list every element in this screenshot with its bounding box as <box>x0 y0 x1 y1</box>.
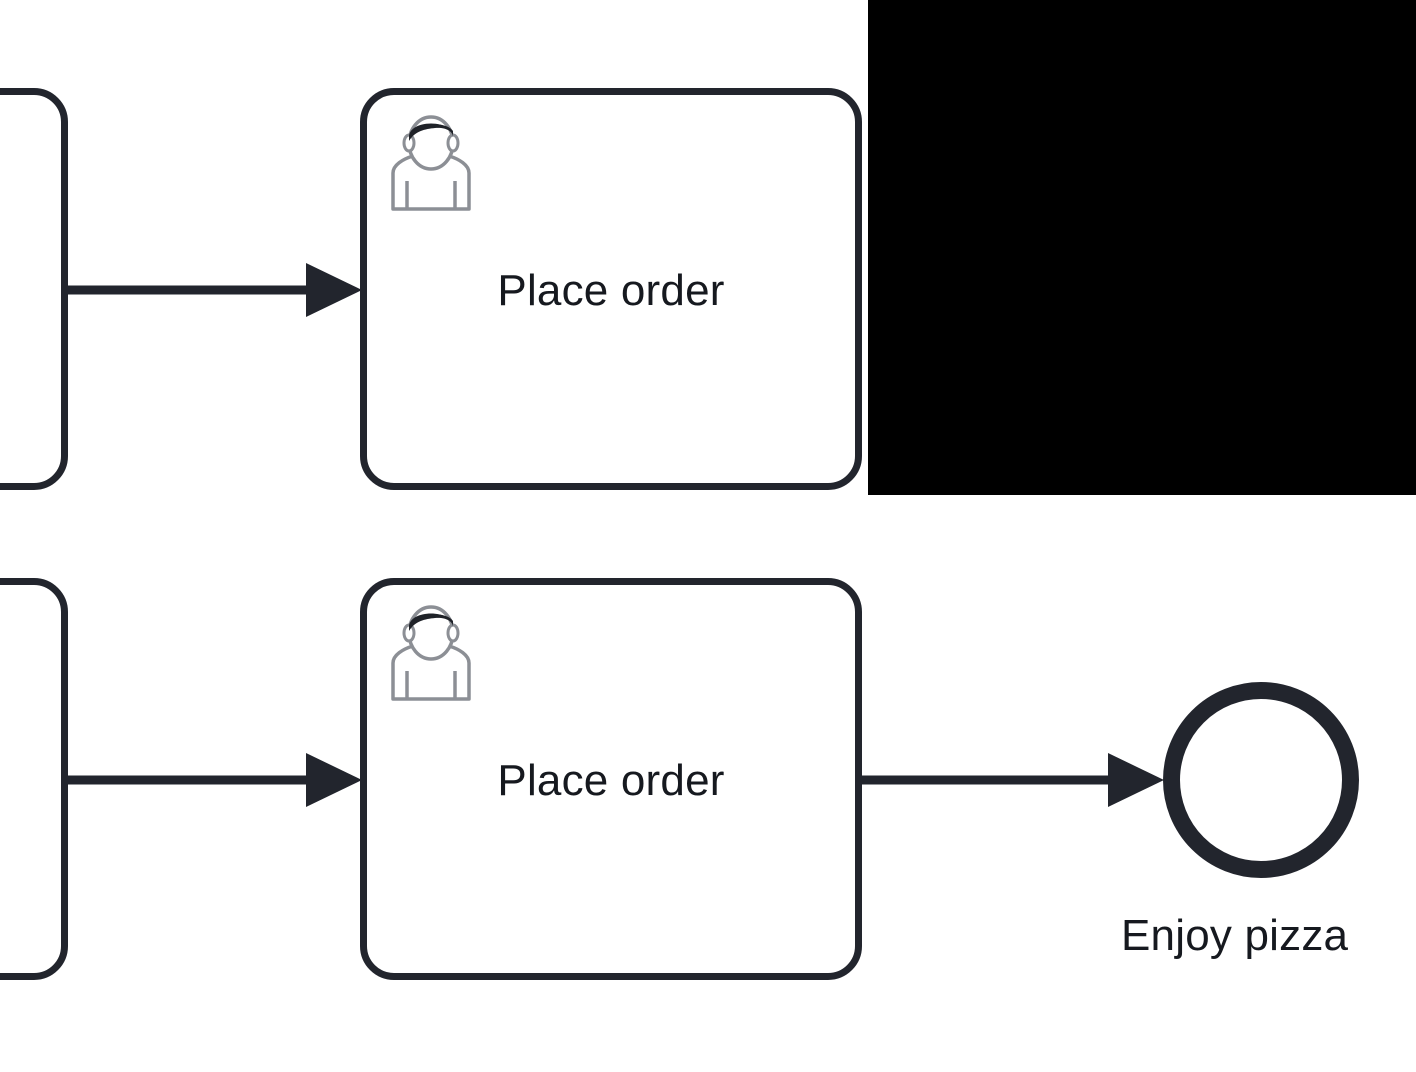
task-label-bottom: Place order <box>497 756 725 805</box>
end-event-enjoy-pizza[interactable] <box>1163 682 1359 878</box>
task-label-top: Place order <box>497 266 725 315</box>
flow-arrowhead-bottom-out <box>1108 753 1164 807</box>
partial-task-top[interactable] <box>0 88 68 490</box>
black-overlay-region <box>868 0 1416 495</box>
flow-arrowhead-bottom-in <box>306 753 362 807</box>
task-place-order-bottom[interactable]: Place order <box>360 578 862 980</box>
end-event-label: Enjoy pizza <box>1121 911 1349 960</box>
flow-arrowhead-top <box>306 263 362 317</box>
task-place-order-top[interactable]: Place order <box>360 88 862 490</box>
user-icon <box>391 605 471 701</box>
partial-task-bottom[interactable] <box>0 578 68 980</box>
user-icon <box>391 115 471 211</box>
